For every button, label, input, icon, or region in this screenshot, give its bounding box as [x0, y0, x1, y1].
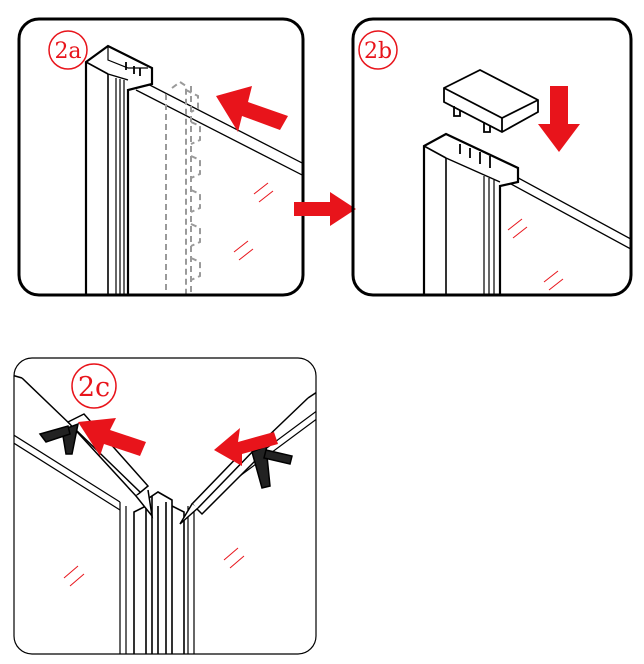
step-label-2a: 2a: [54, 39, 81, 64]
glass-panel: [499, 167, 631, 291]
panel-step-2b: 2b: [350, 16, 634, 298]
panel-2b-illustration: 2b: [351, 17, 633, 297]
ghost-profile: [165, 80, 201, 295]
panel-step-2a: 2a: [16, 16, 306, 298]
step-badge-2a: 2a: [48, 30, 88, 70]
step-badge-2b: 2b: [358, 30, 398, 70]
glass-reflection: [507, 218, 564, 291]
panel-2b-frame: [351, 17, 633, 297]
step-badge-2c: 2c: [71, 363, 117, 409]
panel-2a-illustration: 2a: [17, 17, 305, 297]
step-label-2b: 2b: [364, 39, 392, 64]
step-label-2c: 2c: [78, 372, 110, 403]
wall-profile: [84, 44, 154, 295]
glass-reflection: [233, 182, 274, 261]
panel-2c-illustration: 2c: [13, 357, 317, 655]
glass-panel: [135, 77, 303, 261]
panel-2c-frame: [13, 357, 317, 655]
arrow-left-icon: [214, 428, 278, 466]
panel-2a-frame: [17, 17, 305, 297]
end-cap: [443, 68, 539, 134]
arrow-right-icon: [294, 192, 356, 226]
corner-profile: [133, 491, 185, 654]
arrow-left-icon: [216, 86, 288, 132]
arrow-down-icon: [538, 86, 580, 152]
arrow-right-icon: [78, 418, 146, 456]
step-connector: [292, 190, 358, 228]
glass-panel-left: [14, 433, 127, 654]
silicone-gun-icon: [179, 389, 316, 525]
wall-profile: [422, 132, 520, 295]
panel-step-2c: 2c: [12, 356, 318, 656]
